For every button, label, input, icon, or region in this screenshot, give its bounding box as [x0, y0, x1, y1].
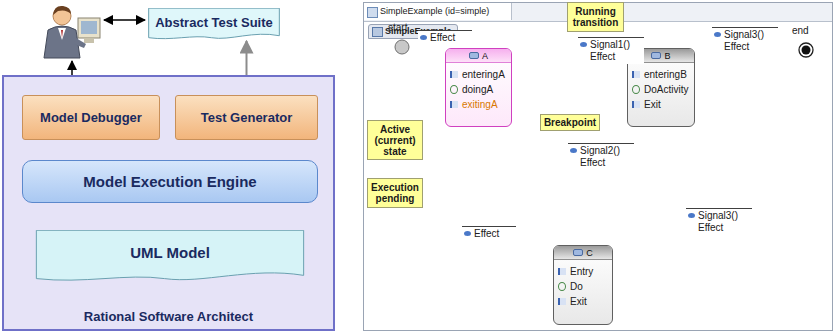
- activity-row: Exit: [554, 295, 612, 308]
- start-symbol: [394, 39, 410, 55]
- effect-icon: [688, 213, 695, 218]
- activity-text: Exit: [644, 99, 661, 110]
- start-node: start: [394, 39, 410, 55]
- state-name: B: [664, 51, 670, 61]
- activity-row: Exit: [628, 98, 694, 111]
- activity-text: Exit: [570, 296, 587, 307]
- effect-icon: [580, 42, 587, 47]
- state-node: AenteringA doingA exitingA: [445, 48, 512, 127]
- state-icon: [469, 52, 479, 59]
- note-label: Abstract Test Suite: [149, 15, 279, 30]
- tab-icon: [372, 27, 383, 37]
- end-node: end: [798, 42, 814, 58]
- callout-text: Execution pending: [368, 182, 422, 204]
- user-arrow: [104, 19, 145, 21]
- callout-text: Active (current) state: [368, 124, 422, 157]
- activity-text: enteringA: [462, 69, 505, 80]
- orange-node: Test Generator: [175, 95, 318, 140]
- person-illustration: [44, 6, 100, 58]
- activity-icon: [632, 71, 640, 78]
- pseudostate-label: start: [388, 22, 407, 33]
- activity-icon: [558, 298, 566, 305]
- state-name: C: [586, 248, 593, 258]
- activity-icon: [450, 85, 458, 94]
- callout-node: Execution pending: [367, 178, 423, 208]
- activity-row: exitingA: [446, 98, 511, 111]
- activity-row: Do: [554, 280, 612, 293]
- activity-icon: [558, 282, 566, 291]
- activity-row: doingA: [446, 83, 511, 96]
- transition-label: Effect: [418, 30, 472, 45]
- outer-node: Rational Software Architect Model Debugge…: [2, 75, 335, 331]
- engine-node: Model Execution Engine: [22, 160, 318, 203]
- activity-icon: [558, 268, 566, 275]
- note-label: UML Model: [124, 244, 216, 261]
- effect-icon: [464, 231, 471, 236]
- state-header: C: [554, 246, 612, 260]
- state-node: C EntryDoExit: [553, 245, 613, 325]
- activity-row: enteringB: [628, 68, 694, 81]
- note-node: Abstract Test Suite: [148, 8, 280, 41]
- activity-text: enteringB: [644, 69, 687, 80]
- transition-label: Signal3() Effect: [712, 27, 778, 54]
- transition-label: Effect: [462, 226, 516, 241]
- effect-icon: [570, 148, 577, 153]
- state-icon: [573, 249, 583, 256]
- activity-text: exitingA: [462, 99, 498, 110]
- activity-text: Do: [570, 281, 583, 292]
- transition-text: Effect: [430, 32, 470, 44]
- component-label: Model Debugger: [34, 110, 148, 125]
- activity-icon: [632, 85, 640, 94]
- callout-text: Breakpoint: [542, 117, 598, 128]
- activity-row: DoActivity: [628, 83, 694, 96]
- activity-icon: [450, 71, 458, 78]
- callout-node: Running transition: [567, 2, 624, 32]
- note-node: UML Model: [35, 230, 305, 284]
- transition-label: Signal3() Effect: [686, 208, 752, 235]
- callout-node: Active (current) state: [367, 120, 423, 160]
- activity-icon: [632, 101, 640, 108]
- transition-text: Signal3() Effect: [698, 210, 750, 234]
- state-icon: [651, 52, 661, 59]
- effect-icon: [714, 32, 721, 37]
- transition-text: Signal2() Effect: [580, 145, 632, 169]
- callout-node: Breakpoint: [540, 114, 600, 131]
- activity-row: enteringA: [446, 68, 511, 81]
- activity-row: Entry: [554, 265, 612, 278]
- activity-text: doingA: [462, 84, 493, 95]
- transition-text: Signal1() Effect: [590, 39, 642, 63]
- container-label: Rational Software Architect: [4, 309, 333, 324]
- callout-text: Running transition: [568, 6, 623, 28]
- end-symbol: [798, 42, 814, 58]
- transition-label: Signal2() Effect: [568, 143, 634, 170]
- activity-icon: [450, 101, 458, 108]
- component-label: Test Generator: [195, 110, 299, 125]
- orange-node: Model Debugger: [22, 95, 160, 140]
- activity-text: Entry: [570, 266, 593, 277]
- component-label: Model Execution Engine: [77, 173, 262, 190]
- pseudostate-label: end: [792, 25, 809, 36]
- activity-text: DoActivity: [644, 84, 688, 95]
- window-tab: SimpleExample (id=simple): [364, 3, 512, 20]
- effect-icon: [420, 35, 427, 40]
- tab-icon: [367, 7, 378, 18]
- transition-text: Signal3() Effect: [724, 29, 776, 53]
- state-name: A: [482, 51, 488, 61]
- transition-text: Effect: [474, 228, 514, 240]
- transition-label: Signal1() Effect: [578, 37, 644, 64]
- state-header: A: [446, 49, 511, 63]
